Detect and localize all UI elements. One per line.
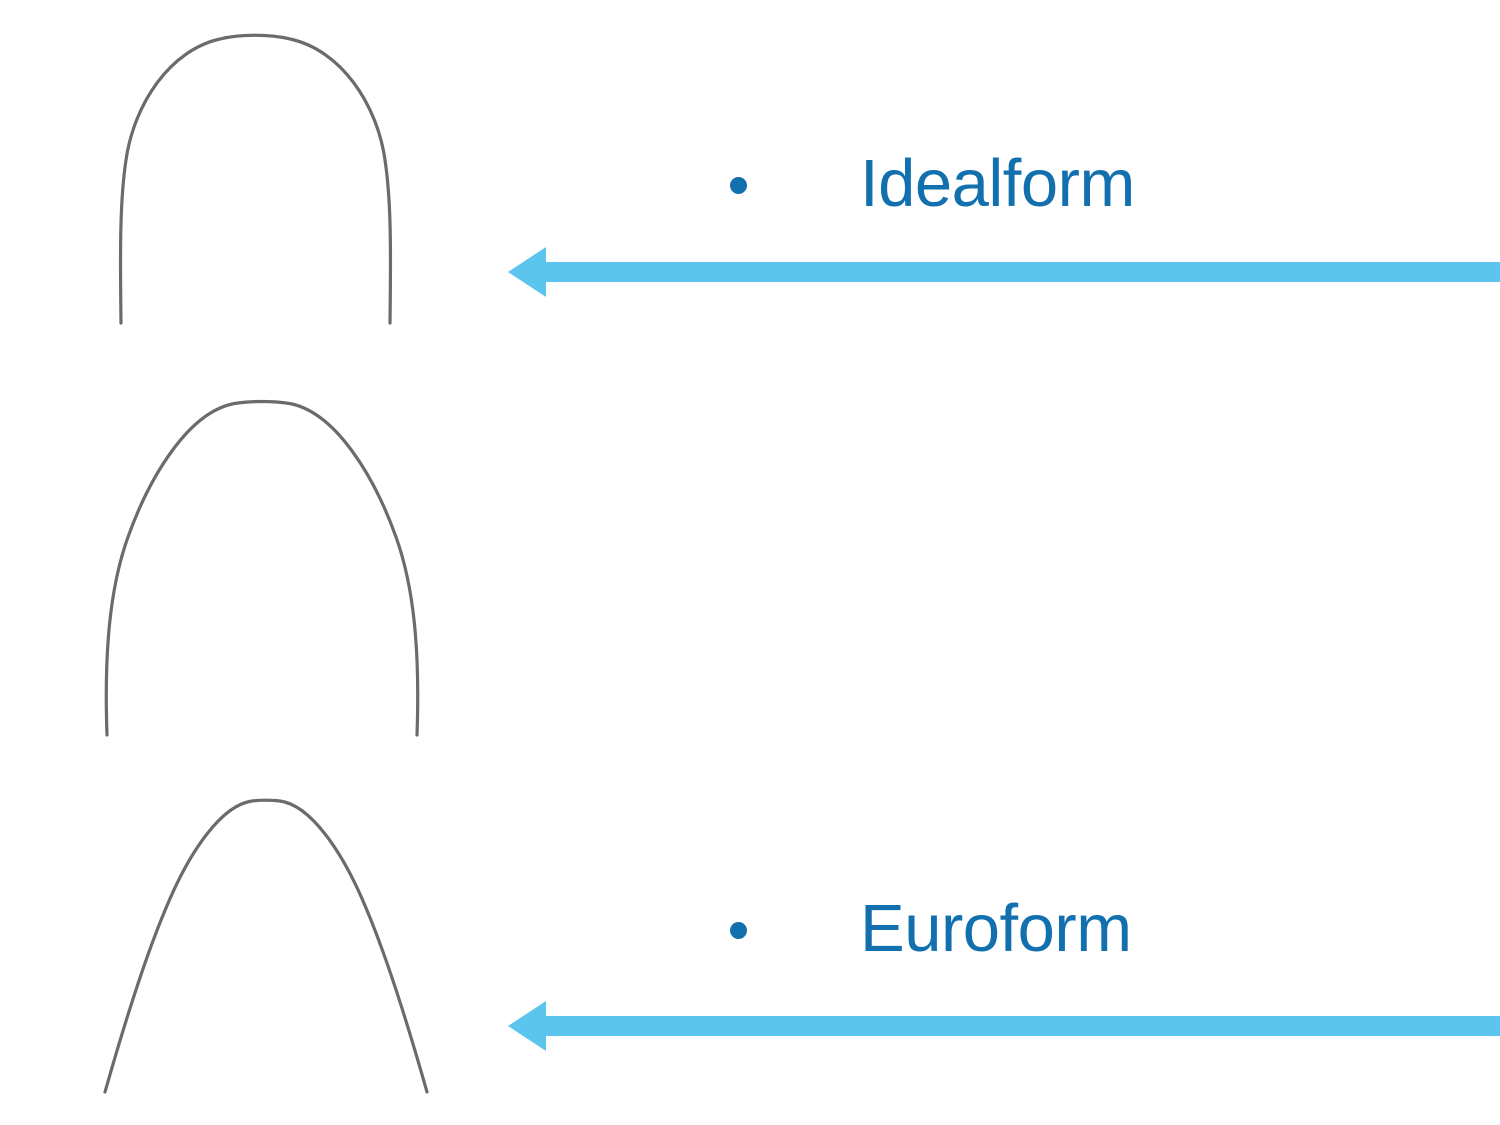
dental-archform-standardform [60,750,480,1125]
archform-row-euroform: Euroform [0,375,1500,1051]
bullet-icon [730,922,747,939]
label-euroform: Euroform [730,893,1132,964]
archform-label-text: Euroform [860,891,1132,966]
archform-row-standardform: Standardform [0,750,1500,1125]
archform-row-idealform: Idealform [0,0,1500,375]
dental-archform-euroform [60,375,480,750]
left-arrow-idealform [508,243,1500,301]
archform-label-text: Idealform [860,146,1135,221]
label-idealform: Idealform [730,148,1135,219]
bullet-icon [730,177,747,194]
dental-archform-idealform [60,0,480,375]
left-arrow-euroform [508,997,1500,1055]
